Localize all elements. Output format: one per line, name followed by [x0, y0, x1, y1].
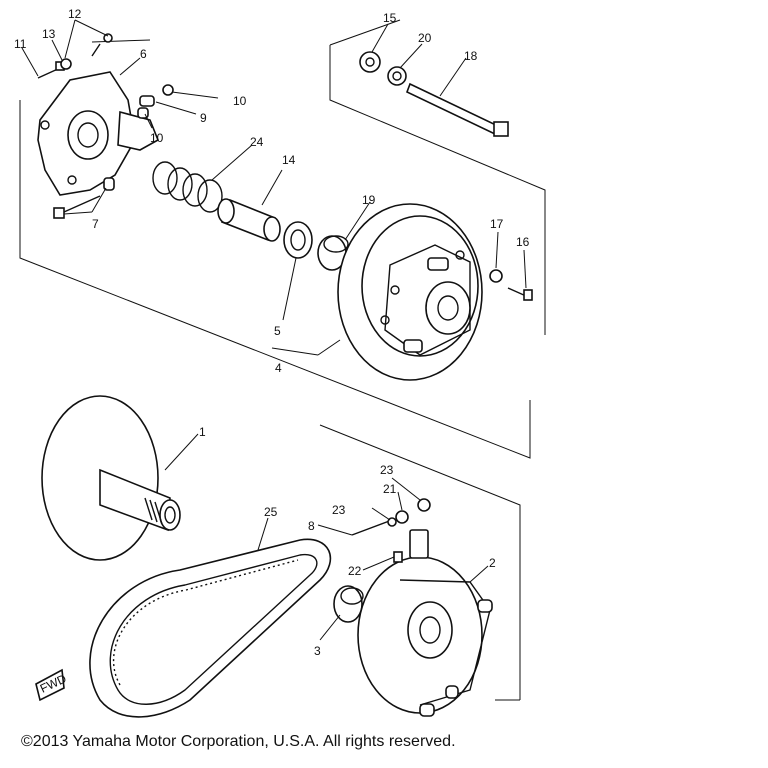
nut-17 — [489, 269, 503, 283]
upper-assembly-frame — [19, 39, 531, 459]
washer-15 — [359, 51, 381, 73]
callout-5: 5 — [274, 324, 281, 338]
washers-23 — [387, 498, 431, 527]
callout-10-a: 10 — [233, 94, 247, 108]
fixed-sheave-1 — [41, 395, 181, 561]
callout-15: 15 — [383, 11, 397, 25]
callout-20: 20 — [418, 31, 432, 45]
spring-24 — [152, 161, 223, 213]
pin-8 — [351, 519, 393, 536]
spider-bracket — [37, 71, 160, 196]
lower-assembly-frame — [319, 424, 521, 701]
callout-23-b: 23 — [332, 503, 346, 517]
drive-belt-25 — [89, 538, 332, 718]
callout-4: 4 — [275, 361, 282, 375]
pins-10-9 — [137, 84, 174, 119]
callout-24: 24 — [250, 135, 264, 149]
washer-20 — [387, 66, 407, 86]
sleeve-14 — [217, 198, 281, 242]
callout-12: 12 — [68, 7, 82, 21]
copyright-notice: ©2013 Yamaha Motor Corporation, U.S.A. A… — [21, 733, 456, 750]
callout-16: 16 — [516, 235, 530, 249]
callout-6: 6 — [140, 47, 147, 61]
screw-12 — [91, 33, 113, 57]
callout-8: 8 — [308, 519, 315, 533]
callout-14: 14 — [282, 153, 296, 167]
callout-11: 11 — [14, 37, 27, 51]
callout-labels: 1 2 3 4 5 6 7 8 9 10 10 11 12 13 14 15 1… — [14, 7, 530, 658]
callout-17: 17 — [490, 217, 504, 231]
callout-19: 19 — [362, 193, 376, 207]
callout-18: 18 — [464, 49, 478, 63]
washer-13 — [60, 58, 72, 70]
movable-sheave-2 — [357, 529, 493, 717]
callout-7: 7 — [92, 217, 99, 231]
callout-23-a: 23 — [380, 463, 394, 477]
callout-2: 2 — [489, 556, 496, 570]
leader-lines — [21, 19, 527, 641]
callout-25: 25 — [264, 505, 278, 519]
callout-3: 3 — [314, 644, 321, 658]
callout-1: 1 — [199, 425, 206, 439]
seal-5 — [283, 221, 313, 259]
callout-22: 22 — [348, 564, 362, 578]
fwd-direction-badge: FWD — [35, 668, 69, 702]
callout-21: 21 — [383, 482, 397, 496]
pin-22 — [393, 551, 403, 563]
callout-10-b: 10 — [150, 131, 164, 145]
bolt-group-frame — [329, 19, 546, 335]
bolt-18 — [405, 82, 509, 137]
callout-9: 9 — [200, 111, 207, 125]
bushing-3 — [333, 585, 364, 623]
callout-13: 13 — [42, 27, 56, 41]
roller-21 — [395, 510, 409, 524]
bolt-11 — [37, 61, 65, 79]
primary-sheave-cover — [337, 203, 483, 381]
bolts-7 — [53, 177, 115, 219]
bolt-16 — [507, 287, 533, 301]
